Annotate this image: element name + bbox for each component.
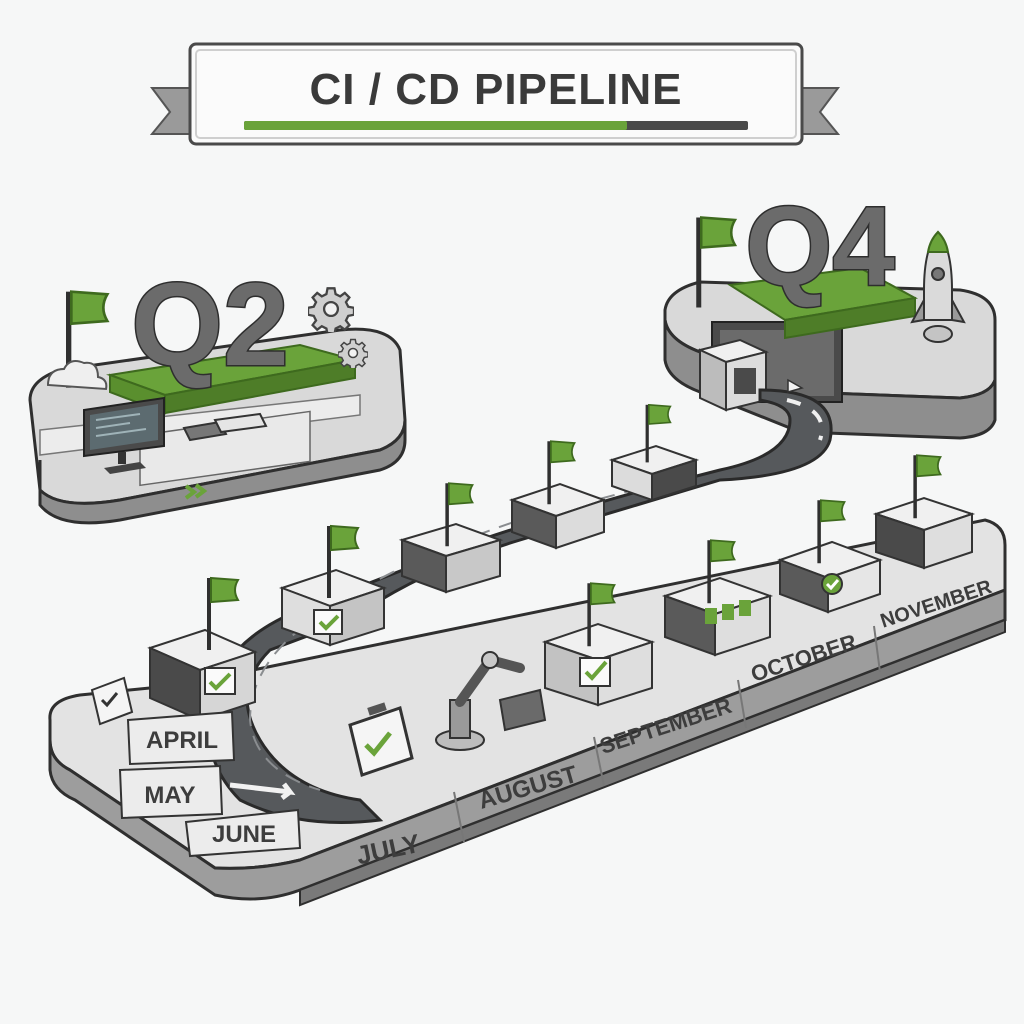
robot-arm-icon (435, 651, 547, 751)
gear-icon (308, 287, 354, 332)
title-banner: CI / CD PIPELINE (149, 42, 841, 146)
checkmark-icon (364, 731, 392, 757)
monitor-icon (777, 499, 883, 614)
server-icon (872, 454, 976, 570)
month-june: JUNE (212, 821, 276, 848)
month-tag-june: JUNE (184, 808, 302, 858)
checkmark-icon (584, 660, 608, 681)
q4-label: Q4 (745, 184, 894, 309)
checkmark-icon (825, 579, 840, 591)
laptop-icon (182, 412, 268, 442)
cloud-icon (46, 360, 108, 391)
month-tag-may: MAY (118, 764, 224, 820)
clipboard-icon (348, 702, 414, 777)
q2-label: Q2 (131, 259, 288, 391)
checkmark-icon (208, 672, 232, 691)
monitor-icon (541, 582, 656, 707)
station-machines (90, 403, 976, 777)
progress-fill (244, 121, 627, 130)
server-icon (398, 482, 504, 594)
checkmark-icon (318, 614, 340, 631)
server-icon (697, 338, 769, 412)
monitor-icon (661, 539, 774, 657)
q2-platform: Q2 (28, 258, 407, 525)
monitor-icon (508, 440, 608, 550)
gear-icon (338, 338, 368, 368)
month-april: APRIL (146, 727, 218, 754)
server-icon (279, 525, 387, 647)
server-icon (608, 403, 700, 502)
month-may: MAY (144, 782, 195, 809)
page-title: CI / CD PIPELINE (310, 65, 683, 114)
q4-platform: Q4 (663, 183, 997, 440)
server-icon (147, 577, 258, 722)
clipboard-icon (90, 676, 134, 726)
monitor-icon (83, 396, 165, 474)
month-tag-april: APRIL (126, 710, 236, 766)
rocket-icon (910, 230, 966, 343)
